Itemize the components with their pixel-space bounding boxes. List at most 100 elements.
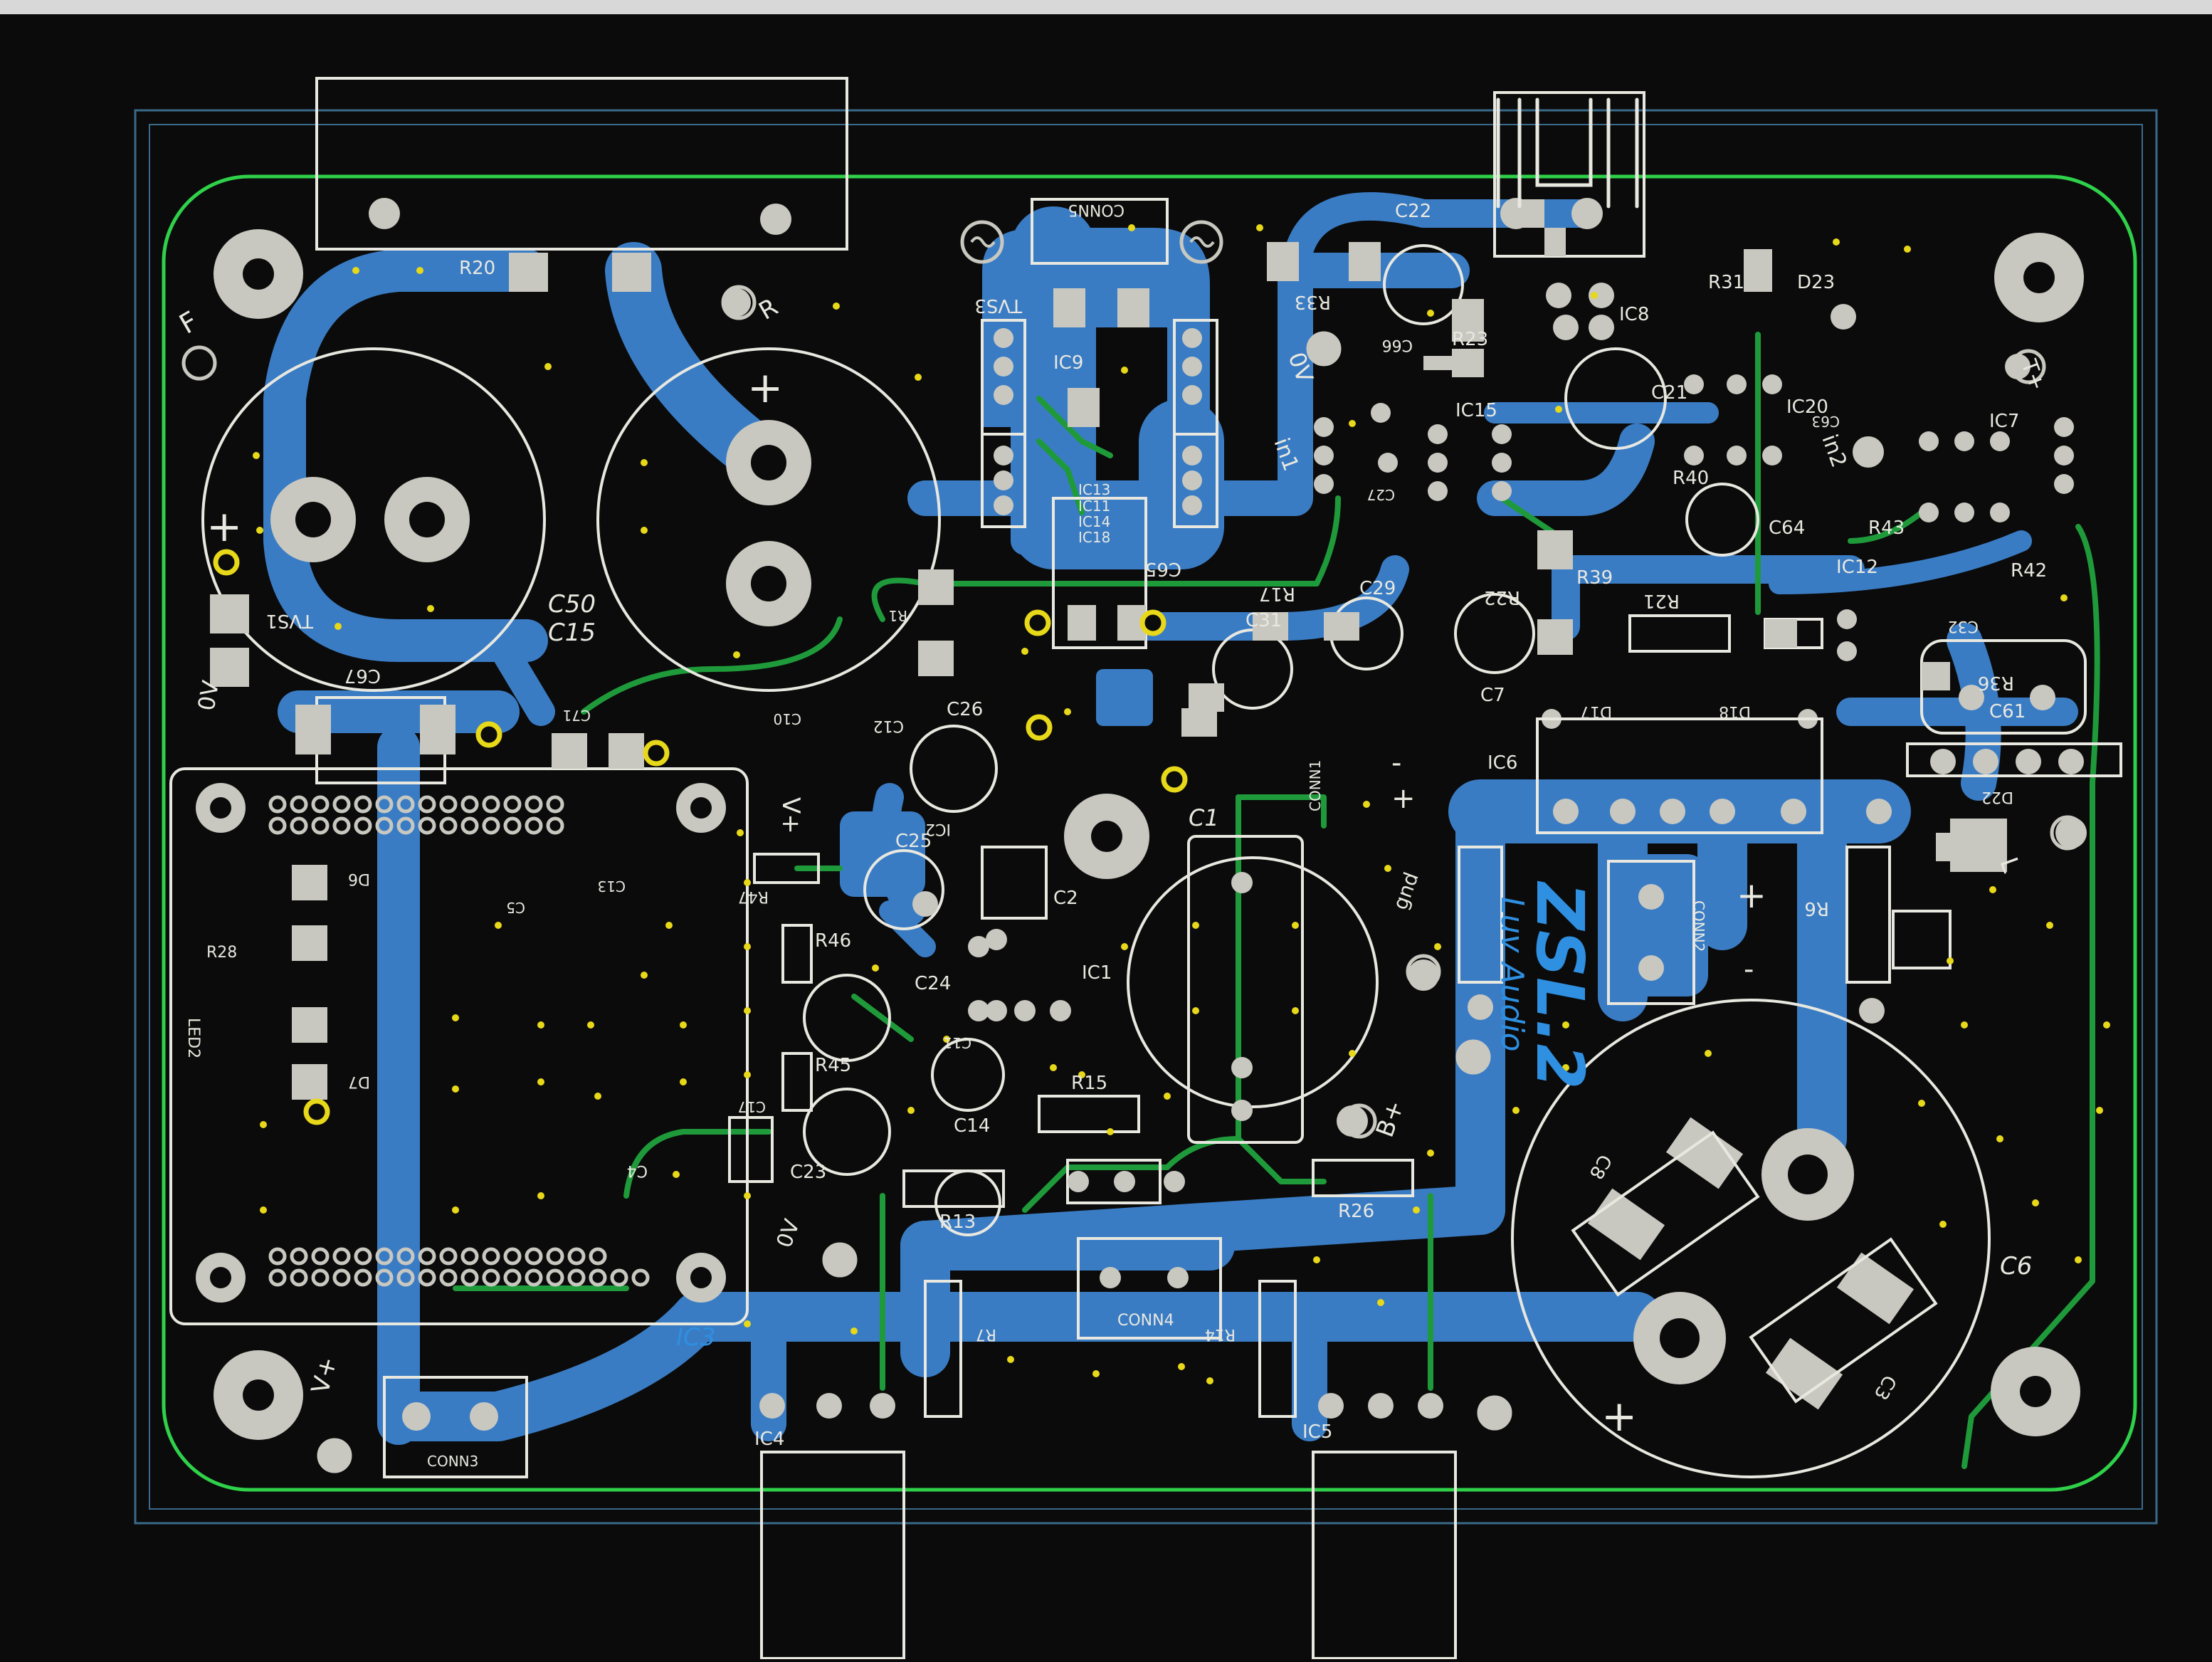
rotated-caps [1571, 1130, 1938, 1404]
label-r6: R6 [1804, 898, 1829, 919]
label-plus1: + [206, 502, 242, 552]
label-ic20: IC20 [1786, 396, 1828, 418]
label-c11: C11 [944, 1034, 971, 1051]
label-r46: R46 [815, 930, 851, 952]
label-d18: D18 [1719, 703, 1751, 720]
label-minus1: - [1391, 747, 1401, 779]
label-c5: C5 [506, 899, 525, 916]
label-r14: R14 [1205, 1325, 1236, 1343]
label-d22: D22 [1981, 788, 2013, 806]
label-tvs3: TVS3 [974, 295, 1023, 316]
board-outline [162, 174, 2137, 1492]
board-frame-outer [134, 109, 2158, 1525]
label-c14: C14 [954, 1115, 990, 1137]
vias [253, 224, 2110, 1384]
label-c21: C21 [1651, 382, 1687, 404]
label-c25: C25 [895, 831, 932, 852]
label-r33: R33 [1295, 291, 1331, 312]
label-c12: C12 [873, 717, 904, 735]
label-ic11: IC11 [1078, 498, 1110, 515]
label-c13: C13 [598, 878, 626, 895]
label-ic6: IC6 [1487, 752, 1517, 774]
label-r15: R15 [1071, 1073, 1107, 1094]
smd-pads [210, 199, 2007, 1410]
label-ic18: IC18 [1078, 529, 1110, 546]
label-r17: R17 [1259, 583, 1295, 604]
label-r23: R23 [1452, 329, 1488, 350]
label-r21: R21 [1643, 590, 1680, 611]
label-ic9: IC9 [1053, 352, 1083, 374]
label-conn1: CONN1 [1307, 760, 1324, 811]
silk-circles [201, 244, 1991, 1478]
label-c50: C50 [548, 590, 596, 619]
label-r13: R13 [939, 1211, 976, 1233]
label-d23: D23 [1797, 272, 1835, 293]
header-pins [268, 795, 650, 1287]
label-r45: R45 [815, 1055, 851, 1076]
label-r40: R40 [1673, 468, 1709, 489]
label-c1: C1 [1189, 804, 1219, 831]
label-c71: C71 [563, 707, 591, 724]
label-c2: C2 [1053, 888, 1078, 909]
label-r26: R26 [1338, 1201, 1374, 1222]
small-pads [319, 198, 2087, 1471]
label-c65: C65 [1145, 558, 1181, 579]
label-plus5: + [1601, 1392, 1637, 1441]
label-ic3: IC3 [676, 1323, 715, 1352]
label-d7: D7 [348, 1073, 370, 1090]
brand-title: ZSL.2 [1522, 880, 1598, 1090]
label-c6: C6 [2000, 1252, 2032, 1280]
ic6-outline [1536, 717, 1823, 834]
label-r42: R42 [2011, 560, 2047, 582]
label-d17: D17 [1580, 703, 1612, 720]
backdrop-light-top [0, 0, 2212, 14]
silk-rects [169, 77, 2122, 1660]
label-c67: C67 [344, 665, 381, 686]
label-tvs1: TVS1 [265, 610, 314, 631]
tilde-symbols [970, 236, 1215, 248]
label-c27: C27 [1367, 486, 1395, 503]
label-c22: C22 [1395, 201, 1431, 222]
label-ov1: 0V [192, 678, 224, 712]
label-r47: R47 [738, 888, 769, 905]
label-r1: R1 [888, 607, 907, 624]
label-c23: C23 [790, 1162, 826, 1183]
ring-pads [181, 220, 2085, 1473]
label-ic4: IC4 [754, 1429, 784, 1450]
label-ic1: IC1 [1082, 962, 1112, 984]
label-r20: R20 [459, 258, 495, 279]
label-plus2: + [747, 363, 783, 413]
label-ic12: IC12 [1836, 557, 1878, 578]
label-c17: C17 [738, 1098, 766, 1115]
label-conn3: CONN3 [427, 1453, 478, 1470]
label-r22: R22 [1484, 587, 1520, 608]
label-conn5: CONN5 [1068, 201, 1125, 219]
label-c10: C10 [774, 710, 801, 727]
label-r39: R39 [1576, 567, 1613, 589]
label-led2: LED2 [184, 1018, 202, 1058]
label-c66: C66 [1382, 336, 1413, 354]
label-r43: R43 [1868, 517, 1905, 539]
label-ic7: IC7 [1989, 411, 2019, 432]
yellow-rings [213, 549, 1188, 1125]
label-plus3: + [1391, 782, 1416, 815]
label-r28: R28 [206, 944, 237, 962]
label-r7: R7 [976, 1325, 996, 1343]
label-c64: C64 [1769, 517, 1805, 539]
brand-subtitle: Luv Audio [1494, 897, 1530, 1052]
label-c61: C61 [1989, 701, 2026, 722]
label-c31: C31 [1245, 610, 1282, 631]
label-c26: C26 [947, 699, 983, 720]
large-mount-pads [196, 229, 2084, 1440]
label-v: V+ [776, 797, 805, 834]
label-ic14: IC14 [1078, 513, 1110, 530]
label-d6: D6 [348, 870, 370, 888]
label-minus2: - [1744, 953, 1754, 986]
label-plus4: + [1737, 875, 1766, 916]
label-ic5: IC5 [1302, 1421, 1332, 1443]
label-c63: C63 [1812, 413, 1840, 430]
label-conn4: CONN4 [1117, 1312, 1174, 1330]
label-ic13: IC13 [1078, 481, 1110, 498]
